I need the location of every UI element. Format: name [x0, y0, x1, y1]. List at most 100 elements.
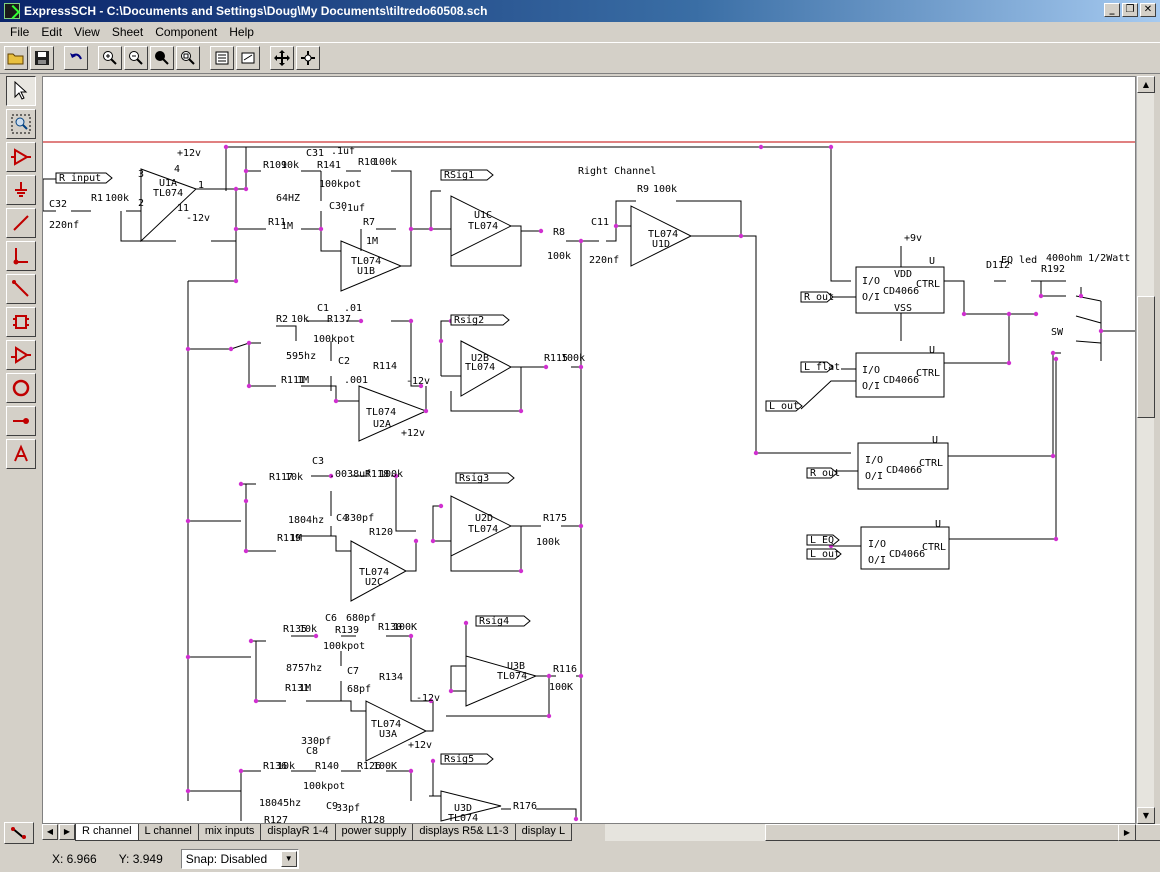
restore-button[interactable]: ❐	[1122, 3, 1138, 17]
zoom-out-icon[interactable]	[124, 46, 148, 70]
wire-junction	[185, 654, 191, 660]
move-icon[interactable]	[270, 46, 294, 70]
wire-icon[interactable]	[6, 208, 36, 238]
port-l-out2[interactable]	[806, 548, 842, 560]
vertical-scrollbar[interactable]: ▲ ▼	[1136, 76, 1155, 824]
label-r131v: 1M	[299, 683, 311, 694]
port-rsig3[interactable]	[455, 472, 515, 484]
port-r-out1[interactable]	[800, 291, 834, 303]
bus-icon[interactable]	[6, 274, 36, 304]
scroll-right-icon[interactable]: ▶	[1118, 824, 1136, 841]
circle-icon[interactable]	[6, 373, 36, 403]
label-r111: R111	[281, 375, 305, 386]
component-box-icon[interactable]	[6, 307, 36, 337]
zoom-select-icon[interactable]	[6, 109, 36, 139]
probe-icon[interactable]	[4, 822, 34, 844]
menu-sheet[interactable]: Sheet	[111, 24, 144, 39]
label-r9: R9	[637, 184, 649, 195]
menu-view[interactable]: View	[74, 24, 100, 39]
tab-r-channel[interactable]: R channel	[75, 824, 139, 841]
minimize-button[interactable]: _	[1104, 3, 1120, 17]
save-icon[interactable]	[30, 46, 54, 70]
close-button[interactable]: ✕	[1140, 3, 1156, 17]
undo-icon[interactable]	[64, 46, 88, 70]
port-rsig1[interactable]	[440, 169, 494, 181]
vertical-scroll-thumb[interactable]	[1137, 296, 1155, 418]
tab-l-channel[interactable]: L channel	[137, 824, 199, 841]
horizontal-scroll-thumb[interactable]	[765, 824, 1160, 841]
label-l-eq: L EQ	[810, 535, 834, 546]
label-r-out2: R out	[810, 468, 840, 479]
opamp-icon[interactable]	[6, 142, 36, 172]
scroll-down-icon[interactable]: ▼	[1137, 807, 1155, 824]
tab-power-supply[interactable]: power supply	[334, 824, 414, 841]
port-l-out1[interactable]	[765, 400, 803, 412]
label-r137: R137	[327, 314, 351, 325]
port-r-out2[interactable]	[806, 467, 838, 479]
label-c7v: 68pf	[347, 684, 371, 695]
tab-displays-r5-l1-3[interactable]: displays R5& L1-3	[412, 824, 516, 841]
menu-file[interactable]: File	[10, 24, 30, 39]
label-ctrl-b: CTRL	[916, 368, 940, 379]
cursor-y: Y: 3.949	[118, 851, 163, 866]
wire-junction	[1050, 350, 1056, 356]
ground-icon[interactable]	[6, 175, 36, 205]
label-u3b: U3B	[507, 661, 525, 672]
wire-junction	[243, 548, 249, 554]
snap-value: Disabled	[220, 851, 268, 866]
snap-dropdown[interactable]: Snap: Disabled ▼	[180, 848, 299, 869]
label-l-out1: L out	[769, 401, 799, 412]
pin-wire-icon[interactable]	[6, 241, 36, 271]
tab-mix-inputs[interactable]: mix inputs	[197, 824, 262, 841]
properties-icon[interactable]	[210, 46, 234, 70]
label-r140v: 100kpot	[303, 781, 345, 792]
port-rsig4[interactable]	[475, 615, 531, 627]
drag-icon[interactable]	[296, 46, 320, 70]
label-minus12v-a: -12v	[186, 213, 210, 224]
menu-component[interactable]: Component	[155, 24, 218, 39]
label-u-b: U	[929, 345, 935, 356]
label-u-d: U	[935, 519, 941, 530]
label-pin2: 2	[138, 198, 144, 209]
wire-junction	[313, 633, 319, 639]
open-folder-icon[interactable]	[4, 46, 28, 70]
select-arrow-icon[interactable]	[6, 76, 36, 106]
scroll-up-icon[interactable]: ▲	[1137, 76, 1155, 93]
port-r-input[interactable]	[55, 172, 113, 184]
wire-junction	[546, 673, 552, 679]
label-c2: C2	[338, 356, 350, 367]
port-l-eq[interactable]	[806, 534, 840, 546]
label-ctrl: CTRL	[916, 279, 940, 290]
zoom-in-icon[interactable]	[98, 46, 122, 70]
label-c9v: 33pf	[336, 803, 360, 814]
tab-display-l[interactable]: display L	[514, 824, 573, 841]
text-tool-icon[interactable]	[6, 439, 36, 469]
label-r126: R126	[357, 761, 381, 772]
netlist-icon[interactable]	[236, 46, 260, 70]
wire-junction	[423, 408, 429, 414]
port-l-flat[interactable]	[800, 361, 834, 373]
label-hz1804: 1804hz	[288, 515, 324, 526]
port-rsig5[interactable]	[440, 753, 494, 765]
label-r139v: 100kpot	[323, 641, 365, 652]
menu-help[interactable]: Help	[229, 24, 254, 39]
port-rsig2[interactable]	[450, 314, 510, 326]
junction-icon[interactable]	[6, 406, 36, 436]
wire-junction	[463, 620, 469, 626]
menu-edit[interactable]: Edit	[41, 24, 63, 39]
label-r1v: 100k	[105, 193, 129, 204]
tab-prev-icon[interactable]: ◀	[42, 824, 58, 840]
tab-displayr-1-4[interactable]: displayR 1-4	[260, 824, 336, 841]
buffer-icon[interactable]	[6, 340, 36, 370]
label-r-out1: R out	[804, 292, 834, 303]
wire-junction	[246, 383, 252, 389]
tab-next-icon[interactable]: ▶	[59, 824, 75, 840]
zoom-fit-icon[interactable]	[150, 46, 174, 70]
zoom-area-icon[interactable]	[176, 46, 200, 70]
horizontal-scrollbar[interactable]: ▶	[605, 824, 1160, 841]
label-u1c-type: TL074	[468, 221, 498, 232]
title-bar: ExpressSCH - C:\Documents and Settings\D…	[0, 0, 1160, 22]
wire-junction	[546, 713, 552, 719]
label-c31v: .1uf	[331, 146, 355, 157]
